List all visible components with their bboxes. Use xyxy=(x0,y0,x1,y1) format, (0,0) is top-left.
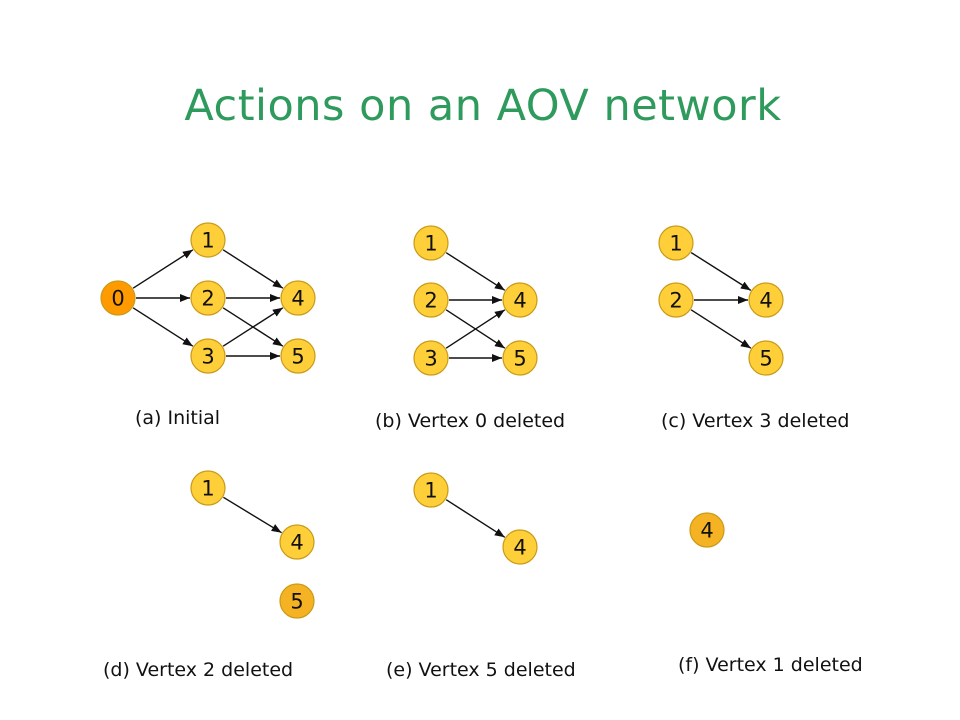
vertex-circle xyxy=(190,280,226,316)
panel-e: 1 4 (e) Vertex 5 deleted xyxy=(386,472,576,681)
edge-arrow xyxy=(445,499,506,538)
edge-arrow xyxy=(222,307,284,347)
vertex-node: 2 xyxy=(190,280,226,316)
edges xyxy=(132,249,284,360)
vertex-node: 4 xyxy=(280,280,316,316)
edge-arrow xyxy=(445,252,506,291)
vertex-node: 1 xyxy=(413,472,449,508)
panel-caption: (a) Initial xyxy=(135,407,220,429)
vertex-circle xyxy=(280,338,316,374)
edges xyxy=(690,252,752,349)
vertex-label: 2 xyxy=(424,289,437,313)
edge-arrow xyxy=(222,249,284,289)
vertex-circle xyxy=(413,472,449,508)
vertex-label: 3 xyxy=(424,347,437,371)
panel-d: 1 4 5 (d) Vertex 2 deleted xyxy=(103,470,315,681)
panel-caption: (f) Vertex 1 deleted xyxy=(678,654,863,676)
edge-arrow xyxy=(690,309,752,349)
edge-arrow xyxy=(445,309,506,349)
vertex-label: 2 xyxy=(669,289,682,313)
vertex-label: 1 xyxy=(201,229,214,253)
edges xyxy=(445,499,506,538)
vertex-circle xyxy=(502,529,538,565)
vertex-node: 5 xyxy=(748,340,784,376)
vertex-node: 4 xyxy=(279,524,315,560)
panel-f: 4 (f) Vertex 1 deleted xyxy=(678,512,863,676)
vertex-node: 4 xyxy=(502,529,538,565)
vertex-label: 3 xyxy=(201,345,214,369)
vertex-label: 5 xyxy=(513,347,526,371)
vertex-circle xyxy=(280,280,316,316)
panel-b: 1 2 3 4 5 (b) Vertex 0 deleted xyxy=(375,225,565,432)
vertex-circle xyxy=(279,583,315,619)
edge-arrow xyxy=(690,252,752,291)
vertex-circle xyxy=(190,338,226,374)
vertex-circle xyxy=(413,225,449,261)
panel-c: 1 2 4 5 (c) Vertex 3 deleted xyxy=(658,225,849,432)
vertex-circle xyxy=(748,340,784,376)
vertex-node: 4 xyxy=(502,282,538,318)
vertex-node: 3 xyxy=(190,338,226,374)
panel-caption: (b) Vertex 0 deleted xyxy=(375,410,565,432)
vertex-circle xyxy=(658,225,694,261)
vertex-label: 5 xyxy=(291,345,304,369)
vertex-circle xyxy=(413,282,449,318)
vertex-node: 1 xyxy=(190,222,226,258)
vertex-label: 4 xyxy=(700,519,713,543)
vertex-node: 0 xyxy=(100,280,136,316)
vertex-circle xyxy=(279,524,315,560)
vertex-label: 2 xyxy=(201,287,214,311)
vertex-label: 1 xyxy=(424,479,437,503)
vertex-node: 1 xyxy=(658,225,694,261)
panel-caption: (e) Vertex 5 deleted xyxy=(386,659,576,681)
vertex-node: 1 xyxy=(190,470,226,506)
vertex-node: 2 xyxy=(658,282,694,318)
slide-title: Actions on an AOV network xyxy=(184,81,781,131)
vertex-circle xyxy=(100,280,136,316)
vertex-label: 1 xyxy=(669,232,682,256)
vertex-node: 5 xyxy=(280,338,316,374)
vertex-circle xyxy=(502,282,538,318)
vertex-circle xyxy=(689,512,725,548)
vertex-label: 4 xyxy=(290,531,303,555)
panel-a: 0 1 2 3 4 5 (a) Initial xyxy=(100,222,316,429)
vertex-label: 1 xyxy=(201,477,214,501)
vertex-node: 2 xyxy=(413,282,449,318)
vertex-node: 1 xyxy=(413,225,449,261)
edges xyxy=(223,496,282,534)
vertex-circle xyxy=(413,340,449,376)
edge-arrow xyxy=(132,249,194,289)
vertex-label: 4 xyxy=(513,289,526,313)
vertex-label: 4 xyxy=(759,289,772,313)
edge-arrow xyxy=(223,496,282,534)
vertex-node: 3 xyxy=(413,340,449,376)
panel-caption: (c) Vertex 3 deleted xyxy=(661,410,849,432)
vertex-label: 1 xyxy=(424,232,437,256)
vertex-label: 5 xyxy=(290,590,303,614)
vertex-label: 4 xyxy=(291,287,304,311)
vertex-label: 0 xyxy=(111,287,124,311)
vertex-circle xyxy=(748,282,784,318)
vertex-label: 4 xyxy=(513,536,526,560)
vertex-circle xyxy=(502,340,538,376)
vertex-node: 5 xyxy=(279,583,315,619)
vertex-label: 5 xyxy=(759,347,772,371)
vertex-circle xyxy=(190,470,226,506)
vertex-node: 4 xyxy=(689,512,725,548)
vertex-circle xyxy=(658,282,694,318)
edge-arrow xyxy=(132,307,194,347)
vertex-circle xyxy=(190,222,226,258)
edges xyxy=(445,252,506,362)
panel-caption: (d) Vertex 2 deleted xyxy=(103,659,293,681)
vertex-node: 4 xyxy=(748,282,784,318)
vertex-node: 5 xyxy=(502,340,538,376)
